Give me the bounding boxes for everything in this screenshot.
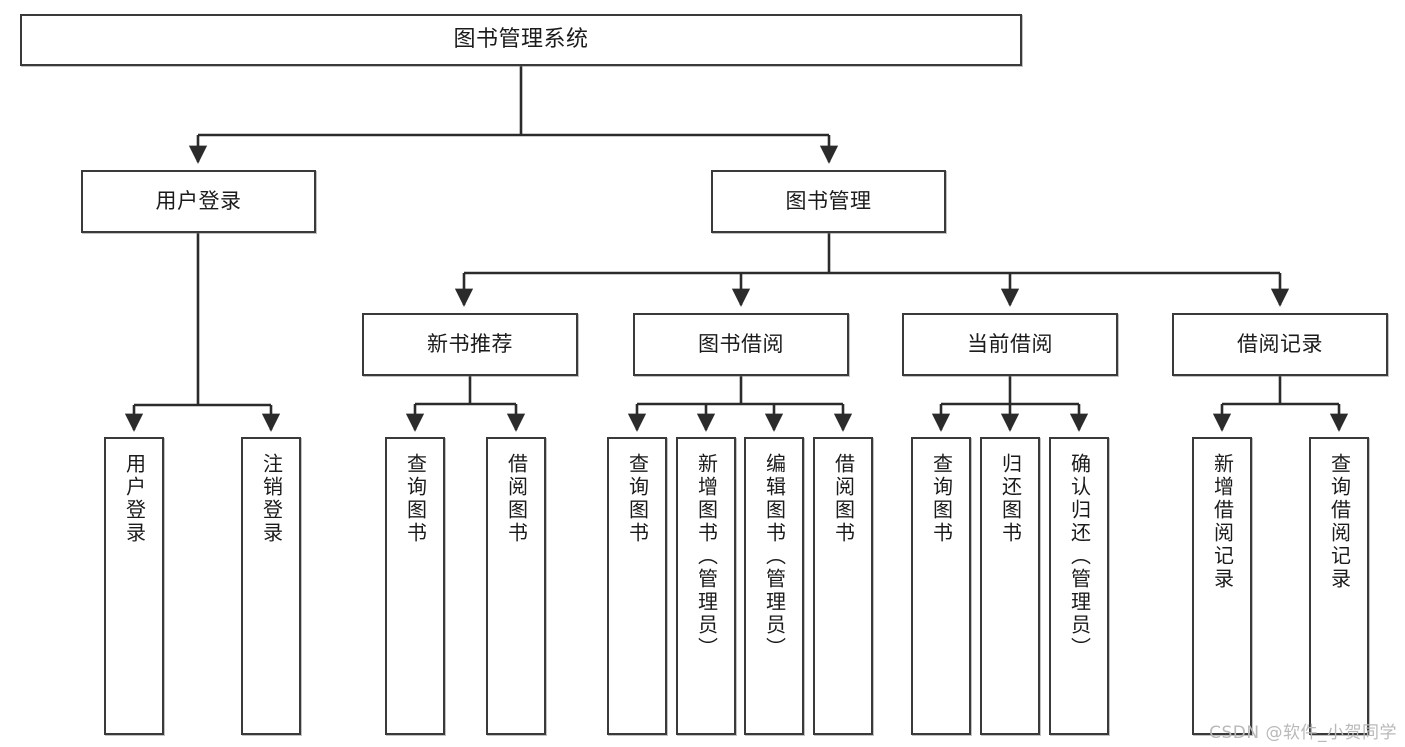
- leaf-logout[interactable]: 注销登录: [241, 437, 301, 735]
- node-label: 新增图书（管理员）: [694, 453, 719, 660]
- node-label: 查询图书: [929, 453, 954, 545]
- node-label: 查询图书: [403, 453, 428, 545]
- node-label: 借阅图书: [831, 453, 856, 545]
- node-user-login[interactable]: 用户登录: [81, 170, 316, 233]
- leaf-add-book[interactable]: 新增图书（管理员）: [676, 437, 736, 735]
- node-label: 借阅记录: [1237, 331, 1323, 356]
- node-book-borrow[interactable]: 图书借阅: [633, 313, 849, 376]
- node-label: 用户登录: [155, 188, 242, 213]
- node-label: 归还图书: [998, 453, 1023, 545]
- leaf-return-book[interactable]: 归还图书: [980, 437, 1040, 735]
- node-label: 借阅图书: [504, 453, 529, 545]
- leaf-query-book-1[interactable]: 查询图书: [385, 437, 445, 735]
- node-label: 查询借阅记录: [1327, 453, 1352, 591]
- node-label: 图书管理系统: [453, 26, 589, 52]
- csdn-watermark: CSDN @软件_小贺同学: [1209, 723, 1397, 743]
- node-borrow-record[interactable]: 借阅记录: [1172, 313, 1388, 376]
- leaf-user-login[interactable]: 用户登录: [104, 437, 164, 735]
- leaf-query-book-3[interactable]: 查询图书: [911, 437, 971, 735]
- node-book-manage[interactable]: 图书管理: [711, 170, 946, 233]
- node-label: 图书管理: [785, 188, 872, 213]
- node-current-borrow[interactable]: 当前借阅: [902, 313, 1118, 376]
- leaf-borrow-book-2[interactable]: 借阅图书: [813, 437, 873, 735]
- node-label: 注销登录: [259, 453, 284, 545]
- leaf-edit-book[interactable]: 编辑图书（管理员）: [744, 437, 804, 735]
- leaf-borrow-book-1[interactable]: 借阅图书: [486, 437, 546, 735]
- node-label: 图书借阅: [698, 331, 784, 356]
- leaf-confirm-return[interactable]: 确认归还（管理员）: [1049, 437, 1109, 735]
- leaf-query-record[interactable]: 查询借阅记录: [1309, 437, 1369, 735]
- node-root-system[interactable]: 图书管理系统: [20, 14, 1022, 66]
- leaf-add-record[interactable]: 新增借阅记录: [1192, 437, 1252, 735]
- node-label: 当前借阅: [967, 331, 1053, 356]
- node-label: 新书推荐: [427, 331, 513, 356]
- node-label: 用户登录: [122, 453, 147, 545]
- leaf-query-book-2[interactable]: 查询图书: [607, 437, 667, 735]
- node-label: 查询图书: [625, 453, 650, 545]
- node-new-book-rec[interactable]: 新书推荐: [362, 313, 578, 376]
- node-label: 新增借阅记录: [1210, 453, 1235, 591]
- node-label: 确认归还（管理员）: [1067, 453, 1092, 660]
- node-label: 编辑图书（管理员）: [762, 453, 787, 660]
